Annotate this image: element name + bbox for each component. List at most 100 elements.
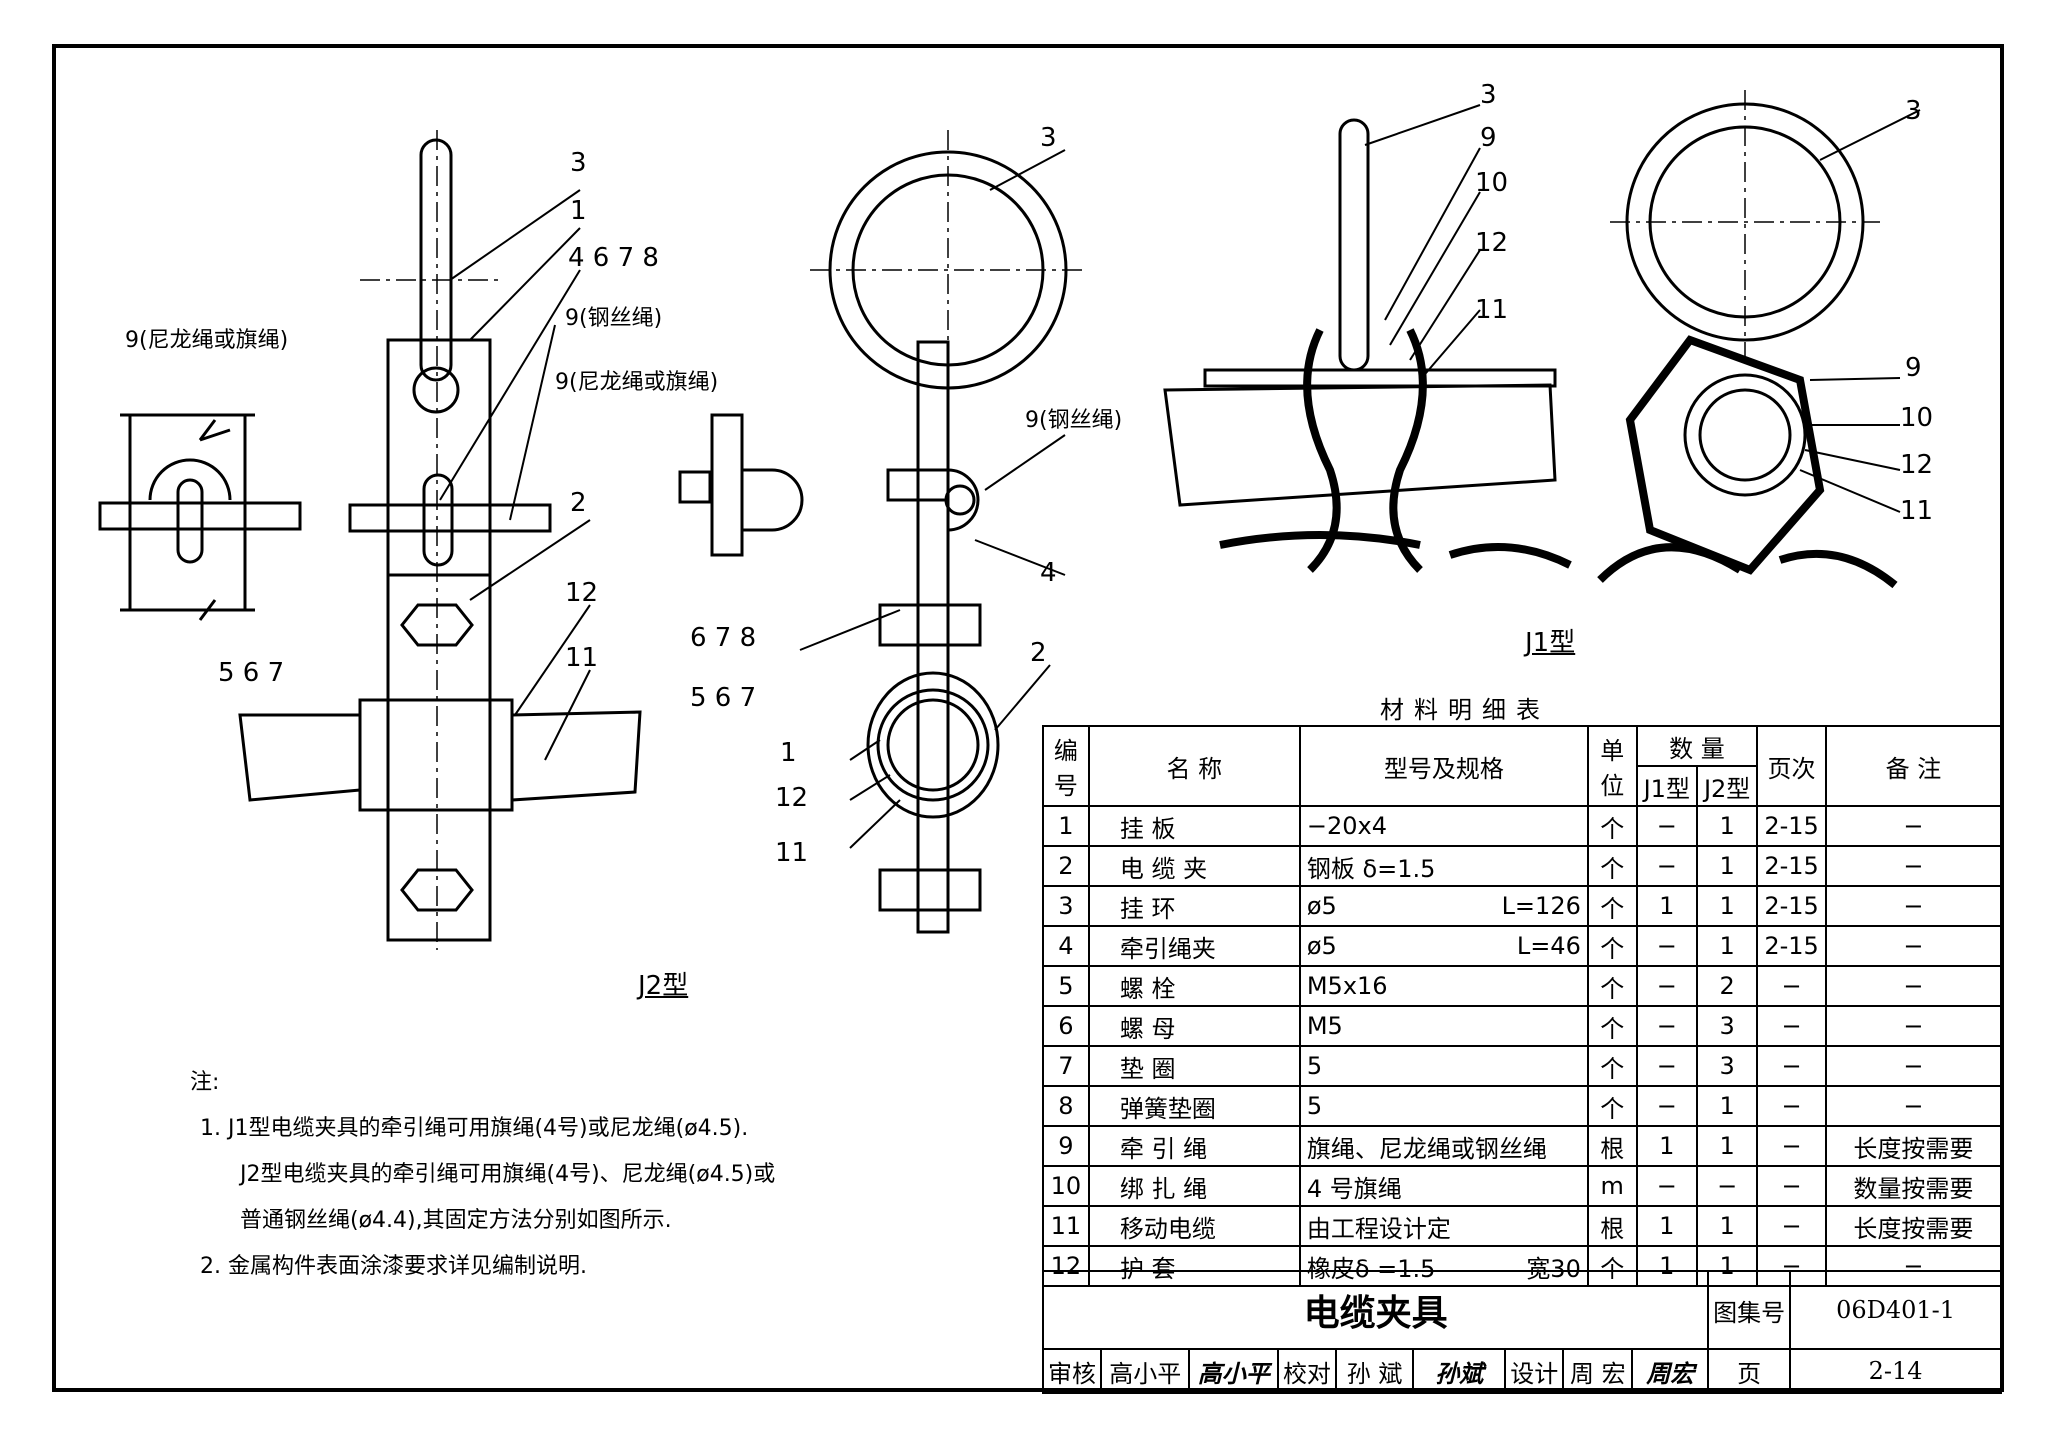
j2-side-view bbox=[678, 130, 1085, 934]
cell-remark: − bbox=[1824, 805, 2003, 847]
cell-no: 5 bbox=[1042, 965, 1090, 1007]
cell-unit: 根 bbox=[1586, 1125, 1638, 1167]
cell-remark: − bbox=[1824, 1005, 2003, 1047]
label-mid-3: 3 bbox=[1040, 123, 1057, 153]
cell-unit: 个 bbox=[1586, 1045, 1638, 1087]
cell-spec-length: L=126 bbox=[1501, 892, 1581, 920]
cell-j2: 1 bbox=[1695, 925, 1759, 967]
cell-page: 2-15 bbox=[1756, 925, 1827, 967]
j2-front-view bbox=[238, 130, 642, 950]
label-j1b-3: 3 bbox=[1905, 96, 1922, 126]
label-j2-4678: 4 6 7 8 bbox=[568, 243, 659, 273]
header-page: 页次 bbox=[1756, 725, 1827, 807]
label-j1a-10: 10 bbox=[1475, 168, 1509, 198]
cell-remark: 长度按需要 bbox=[1824, 1205, 2003, 1247]
cell-j1: − bbox=[1635, 965, 1698, 1007]
cell-spec: 5 bbox=[1298, 1085, 1589, 1127]
cell-page: 2-15 bbox=[1756, 845, 1827, 887]
cell-no: 9 bbox=[1042, 1125, 1090, 1167]
cell-remark: 数量按需要 bbox=[1824, 1165, 2003, 1207]
cell-no: 3 bbox=[1042, 885, 1090, 927]
design-label: 设计 bbox=[1504, 1348, 1565, 1394]
label-mid-678: 6 7 8 bbox=[690, 623, 757, 653]
cell-unit: 个 bbox=[1586, 965, 1638, 1007]
cell-spec: 钢板 δ=1.5 bbox=[1298, 845, 1589, 887]
label-j1a-3: 3 bbox=[1480, 80, 1497, 110]
cell-unit: 个 bbox=[1586, 845, 1638, 887]
cell-j1: − bbox=[1635, 1085, 1698, 1127]
cell-spec: 旗绳、尼龙绳或钢丝绳 bbox=[1298, 1125, 1589, 1167]
caption-j2: J2型 bbox=[638, 971, 689, 1001]
cell-name: 挂 板 bbox=[1087, 805, 1301, 847]
cell-spec-main: −20x4 bbox=[1306, 812, 1387, 840]
cell-unit: 个 bbox=[1586, 925, 1638, 967]
header-qty-j2: J2型 bbox=[1695, 765, 1759, 807]
table-title: 材料明细表 bbox=[1380, 696, 1550, 724]
label-mid-11: 11 bbox=[775, 838, 809, 868]
header-unit: 单位 bbox=[1586, 725, 1638, 807]
cell-remark: − bbox=[1824, 845, 2003, 887]
cell-remark: − bbox=[1824, 925, 2003, 967]
cell-spec-main: 钢板 δ=1.5 bbox=[1306, 854, 1436, 883]
cell-remark: − bbox=[1824, 1045, 2003, 1087]
designer: 周 宏 bbox=[1562, 1348, 1634, 1394]
header-no: 编号 bbox=[1042, 725, 1090, 807]
cell-j2: 2 bbox=[1695, 965, 1759, 1007]
cell-j1: − bbox=[1635, 1165, 1698, 1207]
cell-j2: 1 bbox=[1695, 885, 1759, 927]
cell-j2: 1 bbox=[1695, 1205, 1759, 1247]
label-mid-4: 4 bbox=[1040, 558, 1057, 588]
cell-unit: 个 bbox=[1586, 1085, 1638, 1127]
note-line-3: 普通钢丝绳(ø4.4),其固定方法分别如图所示. bbox=[240, 1208, 672, 1233]
cell-spec-length: L=46 bbox=[1516, 932, 1581, 960]
cell-spec-main: M5 bbox=[1306, 1012, 1343, 1040]
reviewer-signature: 高小平 bbox=[1188, 1348, 1279, 1394]
cell-j1: 1 bbox=[1635, 885, 1698, 927]
cell-unit: m bbox=[1586, 1165, 1638, 1207]
label-j2-1: 1 bbox=[570, 196, 587, 226]
cell-j1: 1 bbox=[1635, 1125, 1698, 1167]
cell-name: 牵引绳夹 bbox=[1087, 925, 1301, 967]
cell-page: 2-15 bbox=[1756, 805, 1827, 847]
cell-name: 挂 环 bbox=[1087, 885, 1301, 927]
cell-spec: M5x16 bbox=[1298, 965, 1589, 1007]
cell-name: 移动电缆 bbox=[1087, 1205, 1301, 1247]
label-j1b-12: 12 bbox=[1900, 450, 1934, 480]
label-j2-12: 12 bbox=[565, 578, 599, 608]
cell-no: 4 bbox=[1042, 925, 1090, 967]
label-j2-2: 2 bbox=[570, 488, 587, 518]
cell-j1: 1 bbox=[1635, 1205, 1698, 1247]
checker: 孙 斌 bbox=[1334, 1348, 1415, 1394]
cell-j2: 1 bbox=[1695, 845, 1759, 887]
label-j2-3: 3 bbox=[570, 148, 587, 178]
cell-j1: − bbox=[1635, 925, 1698, 967]
header-qty: 数 量 bbox=[1635, 725, 1759, 767]
page-label: 页 bbox=[1707, 1348, 1792, 1394]
header-remark: 备 注 bbox=[1824, 725, 2003, 807]
note-line-4: 2. 金属构件表面涂漆要求详见编制说明. bbox=[200, 1254, 587, 1279]
cell-spec: −20x4 bbox=[1298, 805, 1589, 847]
cell-spec-main: 4 号旗绳 bbox=[1306, 1174, 1402, 1203]
j2-rope-detail bbox=[98, 413, 302, 621]
cell-j2: 1 bbox=[1695, 1125, 1759, 1167]
reviewer: 高小平 bbox=[1099, 1348, 1191, 1394]
label-j1a-9: 9 bbox=[1480, 123, 1497, 153]
notes-title: 注: bbox=[190, 1070, 220, 1095]
cell-spec-main: M5x16 bbox=[1306, 972, 1388, 1000]
cell-j2: 1 bbox=[1695, 1085, 1759, 1127]
atlas-no-label: 图集号 bbox=[1707, 1270, 1792, 1350]
cell-j1: − bbox=[1635, 805, 1698, 847]
cell-no: 2 bbox=[1042, 845, 1090, 887]
cell-name: 垫 圈 bbox=[1087, 1045, 1301, 1087]
